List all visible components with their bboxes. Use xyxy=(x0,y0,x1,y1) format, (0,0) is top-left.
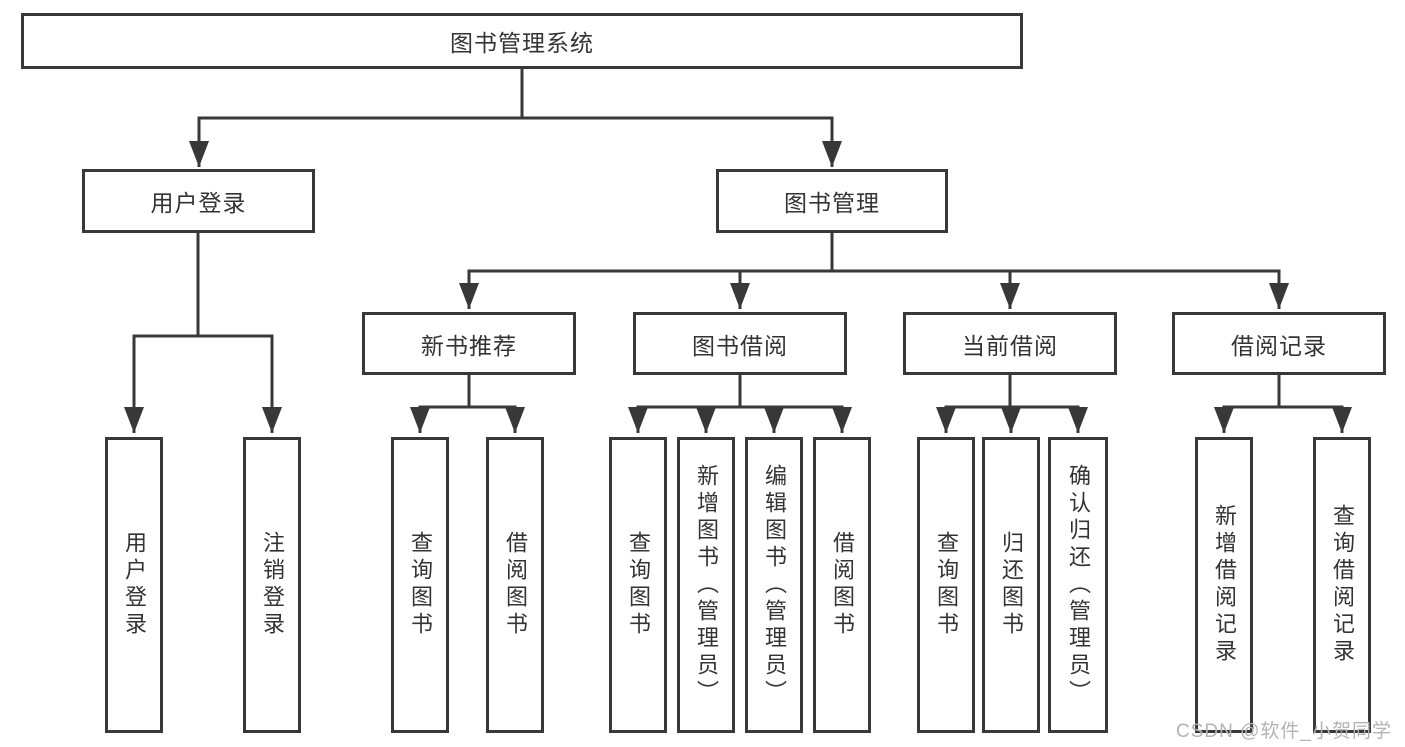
node-label: 新书推荐 xyxy=(421,332,517,359)
node-borrow-records: 借阅记录 xyxy=(1172,312,1386,375)
leaf-return-book: 归还图书 xyxy=(982,437,1040,733)
node-user-login: 用户登录 xyxy=(82,169,315,233)
leaf-add-borrow-record: 新增借阅记录 xyxy=(1195,437,1253,733)
leaf-label: 新增借阅记录 xyxy=(1212,504,1237,666)
leaf-add-book-admin: 新增图书（管理员） xyxy=(677,437,735,733)
leaf-label: 编辑图书（管理员） xyxy=(762,463,787,707)
csdn-watermark: CSDN @软件_小贺同学 xyxy=(1176,721,1392,742)
leaf-label: 确认归还（管理员） xyxy=(1066,463,1091,707)
leaf-label: 归还图书 xyxy=(999,531,1024,639)
leaf-query-borrow-record: 查询借阅记录 xyxy=(1313,437,1371,733)
leaf-confirm-return-admin: 确认归还（管理员） xyxy=(1048,437,1108,733)
node-new-book-recommend: 新书推荐 xyxy=(362,312,576,375)
leaf-label: 用户登录 xyxy=(122,531,147,639)
leaf-borrow-books: 借阅图书 xyxy=(486,437,544,733)
leaf-label: 新增图书（管理员） xyxy=(694,463,719,707)
node-label: 图书借阅 xyxy=(692,332,788,359)
node-label: 用户登录 xyxy=(150,190,247,216)
node-label: 图书管理系统 xyxy=(450,30,594,56)
node-book-management: 图书管理 xyxy=(716,169,948,233)
leaf-edit-book-admin: 编辑图书（管理员） xyxy=(745,437,803,733)
leaf-user-login: 用户登录 xyxy=(105,437,163,733)
leaf-label: 注销登录 xyxy=(260,531,285,639)
node-label: 图书管理 xyxy=(784,190,880,216)
leaf-query-books: 查询图书 xyxy=(917,437,975,733)
leaf-query-books: 查询图书 xyxy=(609,437,667,733)
leaf-borrow-books: 借阅图书 xyxy=(813,437,871,733)
leaf-logout: 注销登录 xyxy=(243,437,301,733)
leaf-label: 查询图书 xyxy=(408,531,433,639)
leaf-label: 查询借阅记录 xyxy=(1330,504,1355,666)
node-library-management-system: 图书管理系统 xyxy=(21,13,1023,69)
node-current-borrow: 当前借阅 xyxy=(903,312,1117,375)
leaf-label: 查询图书 xyxy=(934,531,959,639)
leaf-query-books: 查询图书 xyxy=(391,437,449,733)
node-book-borrow: 图书借阅 xyxy=(633,312,847,375)
leaf-label: 借阅图书 xyxy=(830,531,855,639)
node-label: 借阅记录 xyxy=(1231,332,1327,359)
node-label: 当前借阅 xyxy=(962,332,1058,359)
leaf-label: 借阅图书 xyxy=(503,531,528,639)
leaf-label: 查询图书 xyxy=(626,531,651,639)
